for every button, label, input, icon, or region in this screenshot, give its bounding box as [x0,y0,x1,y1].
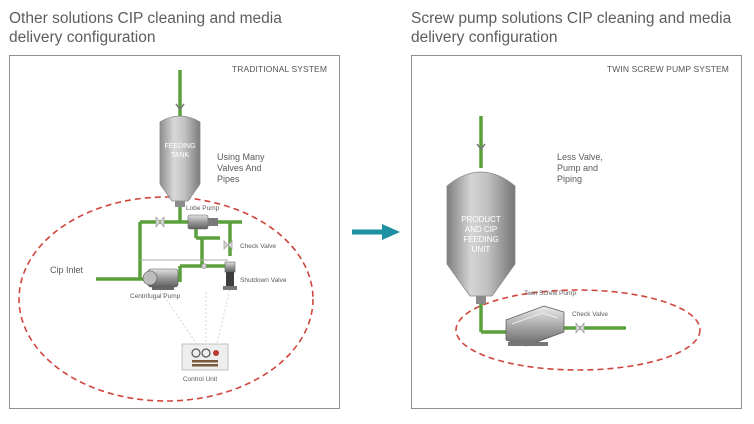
twin-screw-system-diagram: PRODUCT AND CIP FEEDING UNIT Less Valve,… [446,116,701,371]
check-valve-icon [575,322,585,334]
check-valve-label: Check Valve [572,311,608,318]
tank-label-4: UNIT [472,245,491,254]
control-signal-lines [159,289,231,347]
traditional-system-label: TRADITIONAL SYSTEM [232,64,327,74]
control-unit [181,343,229,371]
feeding-tank-label-1: FEEDING [164,143,195,150]
traditional-system-diagram: FEEDING TANK Using Many Valves And Pipes [18,70,314,402]
twin-screw-pump-label: Twin Screw Pump [524,290,576,297]
inlet-valve-icon [476,143,486,151]
check-valve-icon [223,240,233,250]
product-cip-feeding-unit [446,171,516,304]
callout-line-2: Valves And [217,163,261,173]
twin-screw-pump [505,305,565,347]
junction-icon [201,263,207,269]
feeding-tank [159,115,201,207]
lobe-pump [187,214,218,230]
shutdown-valve-label: Shutdown Valve [240,277,287,284]
callout-line-3: Piping [557,174,582,184]
feeding-tank-label-2: TANK [171,152,189,159]
lobe-pump-label: Lobe Pump [186,205,220,212]
left-heading: Other solutions CIP cleaning and media d… [9,10,282,46]
cip-inlet-label: Cip Inlet [50,265,84,275]
right-heading: Screw pump solutions CIP cleaning and me… [411,10,732,46]
callout-line-3: Pipes [217,174,240,184]
twin-screw-dashed-outline [455,289,701,371]
traditional-system-panel: TRADITIONAL SYSTEM FEEDING TANK [9,55,340,409]
left-valve-icon [155,216,165,228]
check-valve-label: Check Valve [240,243,276,250]
traditional-dashed-outline [18,196,314,402]
twin-screw-system-label: TWIN SCREW PUMP SYSTEM [607,64,729,74]
shutdown-valve [223,261,237,290]
callout-line-2: Pump and [557,163,598,173]
control-unit-label: Control Unit [183,376,218,383]
tank-label-1: PRODUCT [461,215,501,224]
twin-screw-system-panel: TWIN SCREW PUMP SYSTEM PRODUCT [411,55,742,409]
centrifugal-pump-label: Centrifugal Pump [130,293,181,300]
callout-line-1: Using Many [217,152,265,162]
inlet-valve-icon [175,103,185,111]
tank-label-3: FEEDING [463,235,499,244]
centrifugal-pump [142,268,179,290]
twin-screw-piping [479,304,626,334]
callout-line-1: Less Valve, [557,152,603,162]
tank-label-2: AND CIP [465,225,497,234]
comparison-arrow-icon [352,224,400,240]
